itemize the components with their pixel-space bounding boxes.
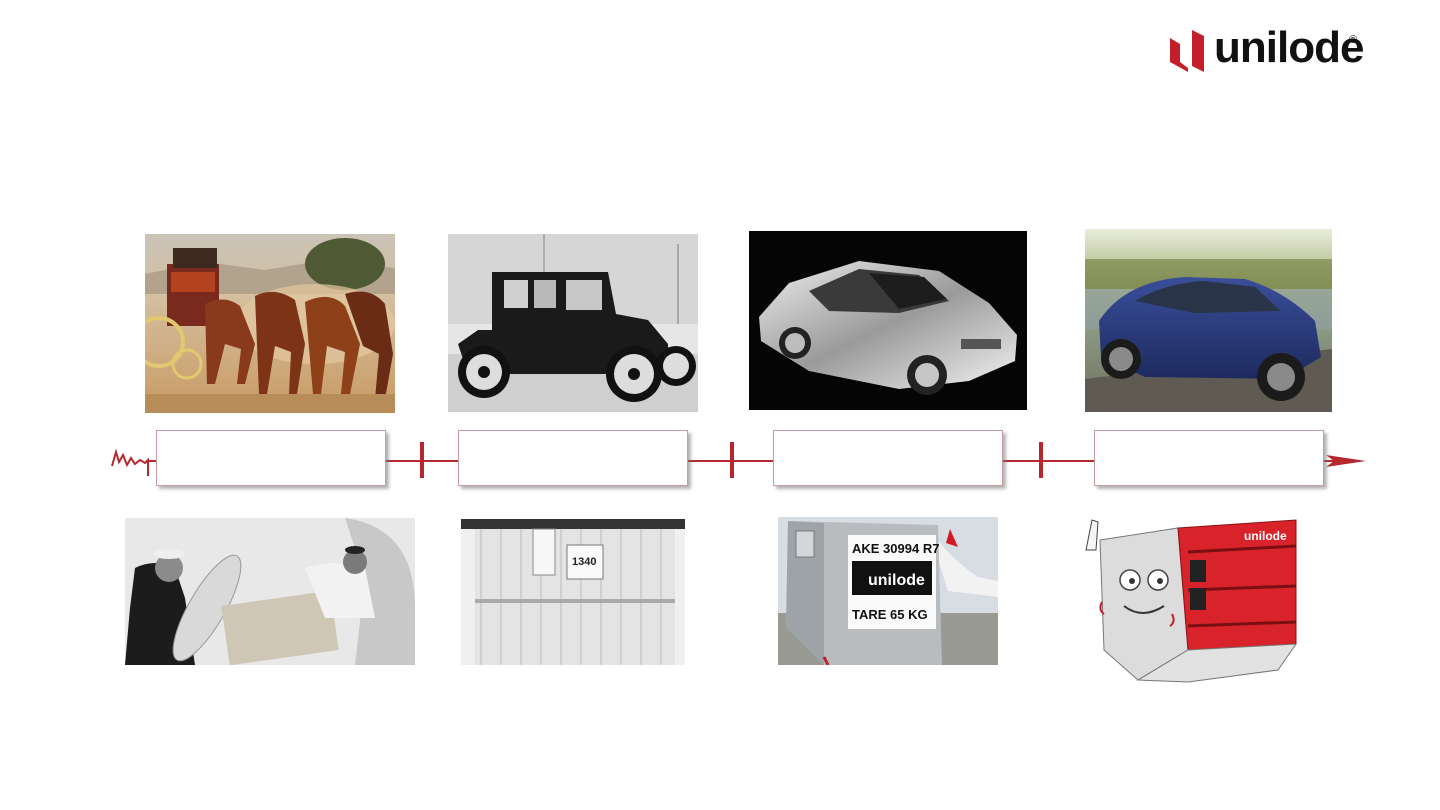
timeline-tick: [1039, 442, 1043, 478]
timeline-tick: [730, 442, 734, 478]
smart-uld-cartoon: unilode: [1078, 510, 1310, 686]
vintage-car-photo: [448, 234, 698, 412]
timeline-break-squiggle: [111, 448, 149, 476]
ake-brand-label: unilode: [868, 572, 925, 589]
era-box-3: [773, 430, 1003, 486]
loading-boxes-photo: [125, 518, 415, 665]
timeline-arrow-icon: [1326, 455, 1366, 467]
stagecoach-horses-photo: [145, 234, 395, 413]
era-box-2: [458, 430, 688, 486]
early-container-photo: 1340: [461, 519, 685, 665]
silver-sedan-photo: [749, 231, 1027, 410]
uld-brand-label: unilode: [1244, 529, 1287, 543]
era-box-1: [156, 430, 386, 486]
logo-wordmark: unilode: [1214, 23, 1364, 72]
container-number-label: 1340: [572, 556, 596, 568]
registered-mark: ®: [1349, 34, 1358, 46]
ake-id-label: AKE 30994 R7: [852, 541, 939, 556]
era-box-4: [1094, 430, 1324, 486]
ake-container-photo: AKE 30994 R7 unilode TARE 65 KG: [778, 517, 998, 665]
unilode-logo-mark-icon: [1170, 30, 1204, 72]
electric-suv-photo: [1085, 229, 1332, 412]
timeline-tick: [420, 442, 424, 478]
unilode-logo: unilode ®: [1168, 23, 1364, 74]
ake-tare-label: TARE 65 KG: [852, 607, 928, 622]
